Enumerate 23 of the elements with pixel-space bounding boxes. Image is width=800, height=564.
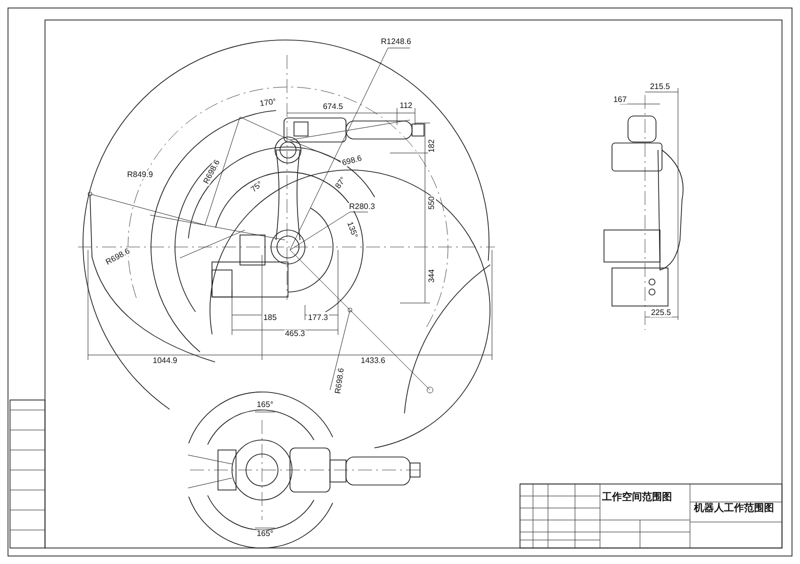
dimension-label: R280.3 (348, 203, 376, 211)
dimension-label: 550 (428, 195, 436, 211)
dimension-label: 177.3 (306, 314, 330, 322)
dimension-label: 1044.9 (152, 357, 178, 365)
dimension-label: R1248.6 (380, 38, 412, 46)
dimension-label: 165° (256, 530, 274, 538)
dimension-label: 182 (428, 138, 436, 154)
title-block-text: 工作空间范围图 (601, 493, 673, 503)
dimension-label: 1433.6 (360, 357, 386, 365)
dimension-label: 215.5 (648, 83, 672, 91)
dimension-label: 344 (428, 268, 436, 284)
dimension-label: R698.6 (334, 366, 346, 396)
dimension-label: 165° (256, 401, 274, 409)
dimension-label: 465.3 (284, 330, 306, 338)
dimension-label: R849.9 (126, 171, 154, 179)
dimension-label: 112 (398, 102, 414, 110)
title-block-text: 机器人工作范围图 (693, 504, 775, 514)
dimension-label: 698.6 (340, 154, 364, 168)
dimension-label: 674.5 (322, 103, 344, 111)
dimension-label: 225.5 (650, 309, 672, 317)
dimension-label: 167 (612, 96, 628, 104)
dimension-label: 170° (258, 98, 278, 108)
dimension-label: 185 (262, 314, 278, 322)
